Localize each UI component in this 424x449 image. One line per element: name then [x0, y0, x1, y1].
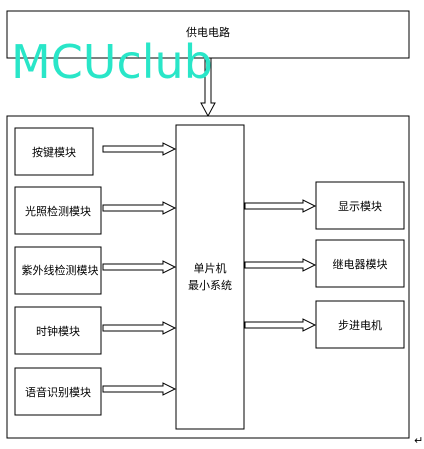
- input-label-keys: 按键模块: [32, 145, 76, 159]
- output-label-display: 显示模块: [338, 200, 382, 213]
- mcu-label-line1: 单片机: [194, 261, 227, 275]
- mcu-label-line2: 最小系统: [188, 279, 232, 292]
- input-module-voice: 语音识别模块: [14, 367, 102, 416]
- power-arrow: [200, 57, 216, 118]
- output-module-relay: 继电器模块: [315, 239, 405, 288]
- paragraph-mark: ↵: [414, 434, 423, 447]
- power-supply-block: 供电电路: [6, 10, 410, 59]
- output-module-display: 显示模块: [315, 181, 405, 230]
- output-label-relay: 继电器模块: [333, 258, 388, 271]
- watermark-logo: MCUclub: [11, 35, 213, 89]
- input-module-keys: 按键模块: [14, 127, 94, 176]
- input-module-uv: 紫外线检测模块: [14, 246, 102, 295]
- arrow-mcu-to-relay: [244, 258, 317, 272]
- arrow-voice-to-mcu: [102, 382, 177, 396]
- power-supply-label: 供电电路: [186, 25, 230, 39]
- arrow-keys-to-mcu: [102, 142, 177, 156]
- mcu-block: 单片机 最小系统: [175, 124, 245, 430]
- input-label-light: 光照检测模块: [25, 204, 91, 218]
- input-module-light: 光照检测模块: [14, 186, 102, 235]
- arrow-uv-to-mcu: [102, 260, 177, 274]
- input-label-uv: 紫外线检测模块: [22, 263, 99, 277]
- arrow-clock-to-mcu: [102, 321, 177, 335]
- output-label-stepper: 步进电机: [338, 318, 382, 332]
- arrow-mcu-to-stepper: [244, 318, 317, 332]
- arrow-mcu-to-display: [244, 199, 317, 213]
- output-module-stepper: 步进电机: [315, 300, 405, 349]
- input-label-clock: 时钟模块: [36, 324, 80, 338]
- input-label-voice: 语音识别模块: [25, 385, 91, 399]
- input-module-clock: 时钟模块: [14, 306, 102, 355]
- arrow-light-to-mcu: [102, 201, 177, 215]
